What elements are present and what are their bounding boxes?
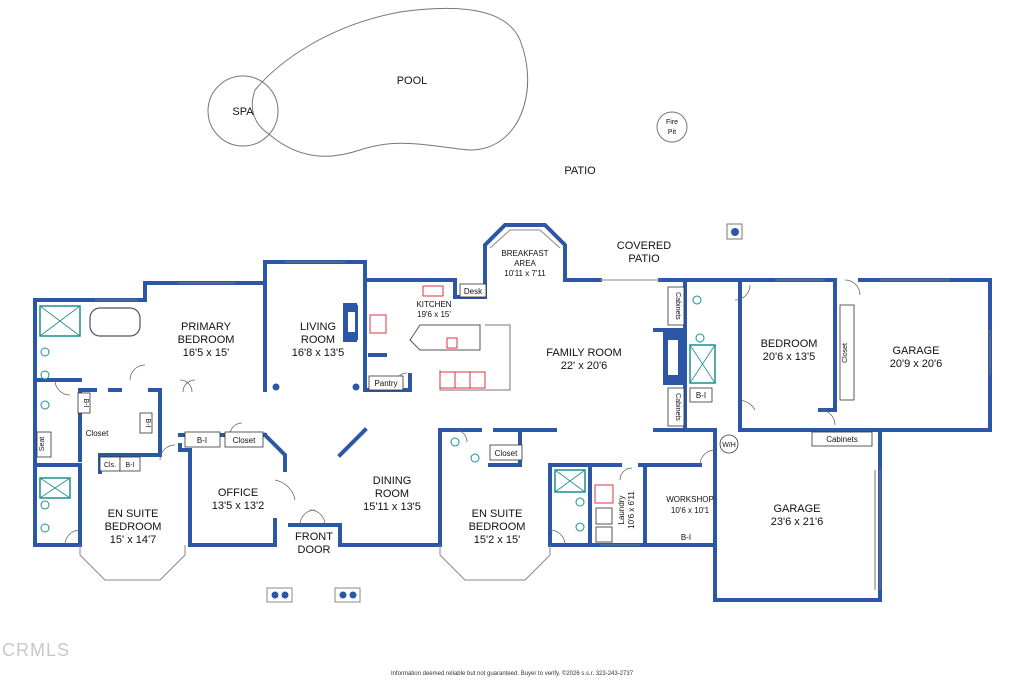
en-suite-left-size: 15' x 14'7 <box>110 534 156 546</box>
garage-cabinets-label: Cabinets <box>826 435 858 444</box>
cabinets-label-top: Cabinets <box>674 292 681 320</box>
disclaimer: Information deemed reliable but not guar… <box>390 671 634 677</box>
breakfast-area-name-2: AREA <box>514 259 536 268</box>
front-door-name-2: DOOR <box>298 544 331 556</box>
watermark: CRMLS <box>2 640 71 660</box>
en-suite-left-name-1: EN SUITE <box>108 508 159 520</box>
seat-label: Seat <box>39 437 46 451</box>
office-name: OFFICE <box>218 487 258 499</box>
kitchen-fixtures <box>369 285 511 391</box>
living-room-name-1: LIVING <box>300 321 336 333</box>
cabinets-label-bottom: Cabinets <box>674 393 681 421</box>
kitchen-size: 19'6 x 15' <box>417 310 451 319</box>
en-suite-mid-name-1: EN SUITE <box>472 508 523 520</box>
bath-fixtures <box>39 295 716 533</box>
patio-label: PATIO <box>564 165 596 177</box>
living-room-size: 16'8 x 13'5 <box>292 347 345 359</box>
bedroom-name: BEDROOM <box>761 338 818 350</box>
fire-pit-outline <box>656 111 688 143</box>
en-suite-closet-label: Closet <box>495 449 518 458</box>
builtin-label-b: B-I <box>144 419 151 428</box>
builtin-label-a: B-I <box>82 399 89 408</box>
water-heater-label: W/H <box>722 442 736 449</box>
garage-lower-name: GARAGE <box>773 503 820 515</box>
spa-label: SPA <box>232 106 254 118</box>
primary-bedroom-name-1: PRIMARY <box>181 321 232 333</box>
garage-upper-name: GARAGE <box>892 345 939 357</box>
garage-upper-size: 20'9 x 20'6 <box>890 358 943 370</box>
bedroom-size: 20'6 x 13'5 <box>763 351 816 363</box>
bay-windows <box>79 229 660 581</box>
dining-room-name-2: ROOM <box>375 488 409 500</box>
workshop-size: 10'6 x 10'1 <box>671 506 710 515</box>
breakfast-area-name-1: BREAKFAST <box>501 249 548 258</box>
primary-bedroom-name-2: BEDROOM <box>178 334 235 346</box>
laundry-size: 10'6 x 6'11 <box>627 491 636 529</box>
en-suite-left-name-2: BEDROOM <box>105 521 162 533</box>
dining-room-name-1: DINING <box>373 475 412 487</box>
workshop-name: WORKSHOP <box>666 495 714 504</box>
pantry-label: Pantry <box>374 379 397 388</box>
dining-room-size: 15'11 x 13'5 <box>363 501 421 513</box>
covered-patio-label-2: PATIO <box>628 253 660 265</box>
label-boxes <box>36 283 873 472</box>
pool-outline <box>251 7 529 157</box>
front-door-name-1: FRONT <box>295 531 333 543</box>
sliding-doors <box>95 261 991 590</box>
laundry-name: Laundry <box>617 496 626 525</box>
builtin-label-c: B-I <box>126 462 135 469</box>
covered-patio-label-1: COVERED <box>617 240 671 252</box>
laundry-fixtures <box>594 484 614 543</box>
spa-outline <box>207 75 279 147</box>
garage-lower-size: 23'6 x 21'6 <box>771 516 824 528</box>
kitchen-name: KITCHEN <box>416 300 451 309</box>
bath-builtin-label: B-I <box>696 391 706 400</box>
office-size: 13'5 x 13'2 <box>212 500 265 512</box>
garage-closet-label: Closet <box>842 343 849 363</box>
door-swings <box>54 279 861 546</box>
en-suite-mid-name-2: BEDROOM <box>469 521 526 533</box>
pool-label: POOL <box>397 75 428 87</box>
primary-bedroom-size: 16'5 x 15' <box>183 347 229 359</box>
family-room-name: FAMILY ROOM <box>546 347 621 359</box>
office-closet-label: Closet <box>233 436 256 445</box>
fire-pit-label-2: Pit <box>668 129 676 136</box>
fire-pit-label-1: Fire <box>666 119 678 126</box>
en-suite-mid-size: 15'2 x 15' <box>474 534 520 546</box>
office-builtin-label: B-I <box>197 436 207 445</box>
closet-label-left: Closet <box>86 429 109 438</box>
family-room-size: 22' x 20'6 <box>561 360 607 372</box>
workshop-builtin-label: B-I <box>681 533 691 542</box>
closet-short-label: Cls. <box>104 462 116 469</box>
breakfast-area-size: 10'11 x 7'11 <box>504 269 546 278</box>
fireplaces <box>343 305 685 385</box>
living-room-name-2: ROOM <box>301 334 335 346</box>
desk-label: Desk <box>464 287 483 296</box>
